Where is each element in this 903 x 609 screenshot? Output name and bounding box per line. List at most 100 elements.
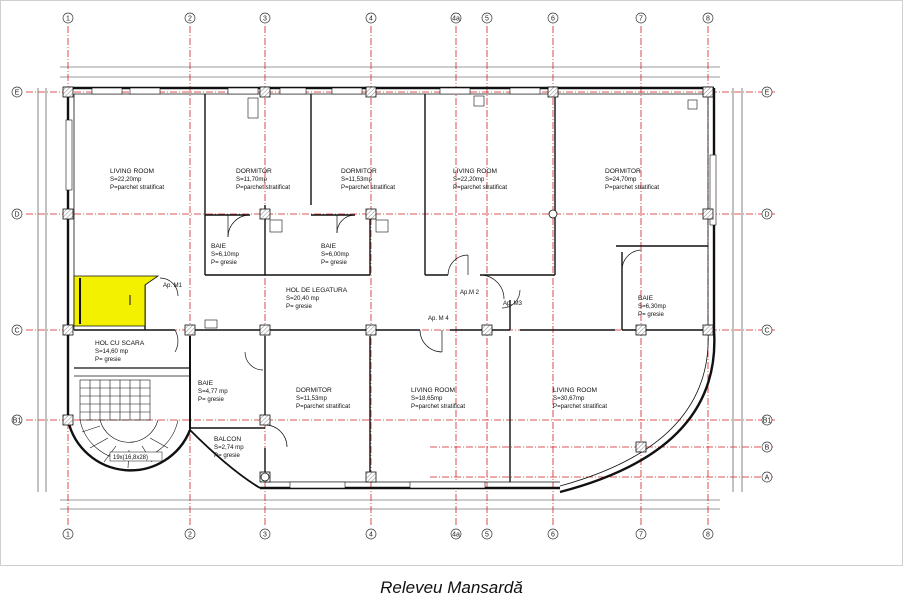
room-floor: P= gresie bbox=[198, 396, 225, 403]
room-name: DORMITOR bbox=[605, 168, 641, 175]
axis-label-col: 8 bbox=[706, 532, 710, 539]
room-name: BAIE bbox=[638, 295, 654, 302]
axis-label-col: 8 bbox=[706, 16, 710, 23]
axis-bubble bbox=[761, 414, 773, 426]
structural-column bbox=[184, 324, 196, 336]
axis-bubble bbox=[761, 324, 773, 336]
room-area: S=20,40 mp bbox=[286, 295, 320, 302]
axis-bubble bbox=[702, 528, 714, 540]
axis-bubble bbox=[365, 12, 377, 24]
highlighted-area bbox=[73, 275, 160, 327]
axis-bubble bbox=[547, 12, 559, 24]
room-area: S=6,10mp bbox=[211, 251, 240, 258]
room-name: DORMITOR bbox=[236, 168, 272, 175]
structural-column bbox=[62, 86, 74, 98]
axis-label-col: 4 bbox=[369, 16, 373, 23]
axis-label-col: 1 bbox=[66, 532, 70, 539]
walls bbox=[66, 86, 716, 494]
apartment-label: Ap. M3 bbox=[503, 301, 523, 307]
structural-column bbox=[259, 208, 271, 220]
doors bbox=[159, 214, 643, 448]
room-floor: P= gresie bbox=[95, 356, 122, 363]
room-area: S=2,74 mp bbox=[214, 444, 244, 451]
room-floor: P= gresie bbox=[321, 259, 348, 266]
axis-label-row: D bbox=[764, 212, 769, 219]
axis-bubble bbox=[11, 86, 23, 98]
room-name: DORMITOR bbox=[296, 387, 332, 394]
axis-bubble bbox=[702, 12, 714, 24]
axis-label-col: 2 bbox=[188, 532, 192, 539]
room-floor: P=parchet stratificat bbox=[296, 403, 350, 410]
apartment-labels: Ap. M1 Ap.M 2 Ap. M3 Ap. M 4 bbox=[163, 283, 523, 322]
axis-bubble bbox=[11, 208, 23, 220]
structural-column bbox=[62, 414, 74, 426]
room-area: S=22,20mp bbox=[110, 176, 142, 183]
room-floor: P=parchet stratificat bbox=[236, 184, 290, 191]
axis-bubble bbox=[11, 414, 23, 426]
structural-column bbox=[365, 471, 377, 483]
room-name: LIVING ROOM bbox=[110, 168, 154, 175]
structural-column bbox=[635, 441, 647, 453]
room-floor: P= gresie bbox=[638, 311, 665, 318]
dimension-lines bbox=[37, 66, 743, 510]
room-name: LIVING ROOM bbox=[411, 387, 455, 394]
room-area: S=11,53mp bbox=[296, 395, 327, 402]
axis-bubble bbox=[259, 528, 271, 540]
room-name: HOL CU SCARA bbox=[95, 340, 145, 347]
columns bbox=[62, 86, 714, 483]
room-area: S=24,70mp bbox=[605, 176, 637, 183]
axis-label-col: 2 bbox=[188, 16, 192, 23]
apartment-label: Ap.M 2 bbox=[460, 290, 480, 296]
axis-bubble bbox=[62, 12, 74, 24]
room-floor: P= gresie bbox=[211, 259, 238, 266]
structural-column bbox=[702, 86, 714, 98]
room-area: S=6,30mp bbox=[638, 303, 667, 310]
axis-bubble bbox=[761, 441, 773, 453]
room-area: S=6,00mp bbox=[321, 251, 350, 258]
structural-column bbox=[481, 324, 493, 336]
axis-bubble bbox=[184, 528, 196, 540]
axis-bubble bbox=[761, 86, 773, 98]
axis-label-row: B bbox=[765, 445, 770, 452]
windows bbox=[65, 87, 717, 489]
room-area: S=18,65mp bbox=[411, 395, 443, 402]
apartment-label: Ap. M 4 bbox=[428, 316, 449, 322]
structural-column bbox=[62, 208, 74, 220]
axis-label-row: B1 bbox=[13, 418, 22, 425]
axis-label-row: D bbox=[14, 212, 19, 219]
structural-column bbox=[365, 86, 377, 98]
axis-label-col: 6 bbox=[551, 532, 555, 539]
axis-label-col: 1 bbox=[66, 16, 70, 23]
axis-label-col: 5 bbox=[485, 16, 489, 23]
axis-bubble bbox=[481, 12, 493, 24]
axis-bubble bbox=[11, 324, 23, 336]
drawing-caption: Releveu Mansardă bbox=[380, 578, 523, 597]
room-name: BAIE bbox=[321, 243, 337, 250]
staircase bbox=[79, 379, 179, 469]
room-floor: P=parchet stratificat bbox=[341, 184, 395, 191]
room-floor: P= gresie bbox=[214, 452, 241, 459]
room-name: DORMITOR bbox=[341, 168, 377, 175]
axis-label-col: 7 bbox=[639, 16, 643, 23]
room-floor: P= gresie bbox=[286, 303, 313, 310]
apartment-label: Ap. M1 bbox=[163, 283, 183, 289]
axis-bubble bbox=[635, 12, 647, 24]
room-floor: P=parchet stratificat bbox=[453, 184, 507, 191]
structural-column bbox=[62, 324, 74, 336]
axis-label-col: 4a bbox=[452, 16, 460, 23]
room-name: LIVING ROOM bbox=[553, 387, 597, 394]
room-name: BALCON bbox=[214, 436, 241, 443]
axis-bubble bbox=[259, 12, 271, 24]
axis-label-col: 6 bbox=[551, 16, 555, 23]
